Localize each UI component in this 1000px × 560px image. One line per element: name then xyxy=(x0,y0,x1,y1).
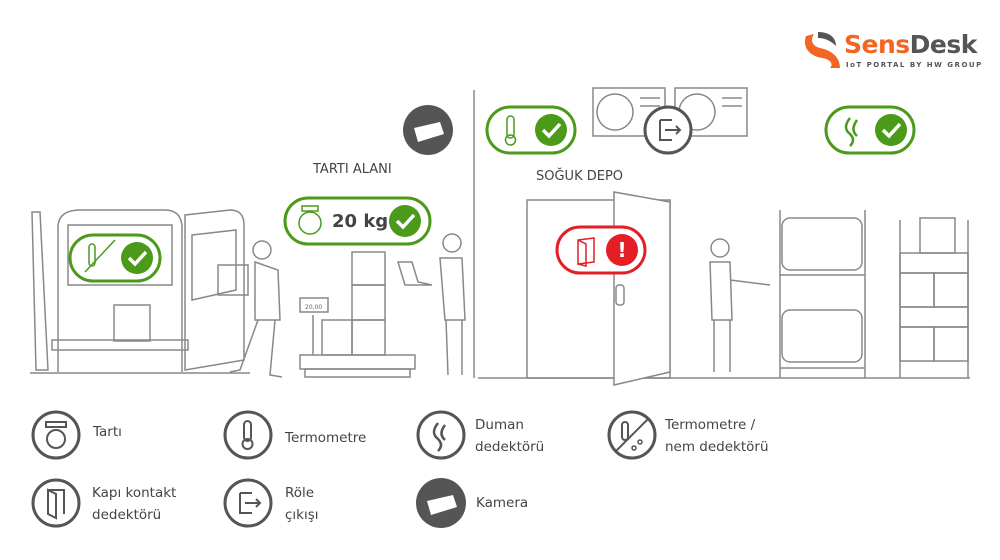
legend-label: nem dedektörü xyxy=(665,439,769,455)
box-shelf xyxy=(899,217,969,378)
legend-item-door-contact: Kapı kontakt dedektörü xyxy=(92,482,176,526)
legend-item-thermometer: Termometre xyxy=(285,427,366,449)
scale-reading: 20 kg xyxy=(332,211,389,232)
legend-label: Kamera xyxy=(476,495,529,511)
thermometer-icon xyxy=(223,410,273,460)
cold-room-door xyxy=(526,191,671,386)
scale-display: 20,00 xyxy=(305,304,322,311)
smoke-icon xyxy=(416,410,466,460)
legend-item-smoke: Duman dedektörü xyxy=(475,414,544,458)
legend-label: Duman xyxy=(475,417,524,433)
logo-tagline: IoT PORTAL BY HW GROUP xyxy=(846,61,983,69)
door-contact-icon xyxy=(31,478,81,528)
warehouse-illustration: 20,00 xyxy=(30,87,970,386)
svg-text:!: ! xyxy=(617,238,626,262)
logo-brand-2: Desk xyxy=(909,30,978,59)
warehouse-worker xyxy=(709,238,771,372)
legend-label: Tartı xyxy=(93,424,122,440)
legend-label: Termometre / xyxy=(665,417,756,433)
thermo-humidity-icon xyxy=(607,410,657,460)
legend-label: dedektörü xyxy=(475,439,545,455)
legend-item-scale: Tartı xyxy=(93,421,122,443)
cold-storage-label: SOĞUK DEPO xyxy=(536,169,624,184)
cold-room-thermometer-ok-badge xyxy=(485,105,577,155)
sensdesk-logo: SensDesk IoT PORTAL BY HW GROUP xyxy=(800,28,981,72)
legend-item-thermo-humidity: Termometre / nem dedektörü xyxy=(665,414,769,458)
legend-label: Termometre xyxy=(285,430,367,446)
van xyxy=(30,209,250,374)
legend-label: çıkışı xyxy=(285,507,319,523)
scale-ok-badge xyxy=(283,196,432,246)
logo-mark-icon xyxy=(804,32,840,68)
legend-label: Röle xyxy=(285,485,315,501)
worker-carrying-box xyxy=(217,240,283,378)
legend-label: dedektörü xyxy=(92,507,162,523)
smoke-ok-badge xyxy=(824,105,916,155)
weighing-area-label: TARTI ALANI xyxy=(313,162,392,177)
worker-with-laptop xyxy=(396,233,466,376)
door-alarm-badge: ! xyxy=(555,225,647,275)
pallet-rack xyxy=(779,210,866,378)
scale-icon xyxy=(31,410,81,460)
legend-item-camera: Kamera xyxy=(476,492,528,514)
legend-label: Kapı kontakt xyxy=(92,485,177,501)
logo-brand-1: Sens xyxy=(844,30,910,59)
scale-platform xyxy=(299,251,416,378)
camera-icon xyxy=(416,478,466,528)
relay-output-icon xyxy=(223,478,273,528)
legend-item-relay: Röle çıkışı xyxy=(285,482,319,526)
van-thermo-humidity-ok-badge xyxy=(68,233,162,283)
